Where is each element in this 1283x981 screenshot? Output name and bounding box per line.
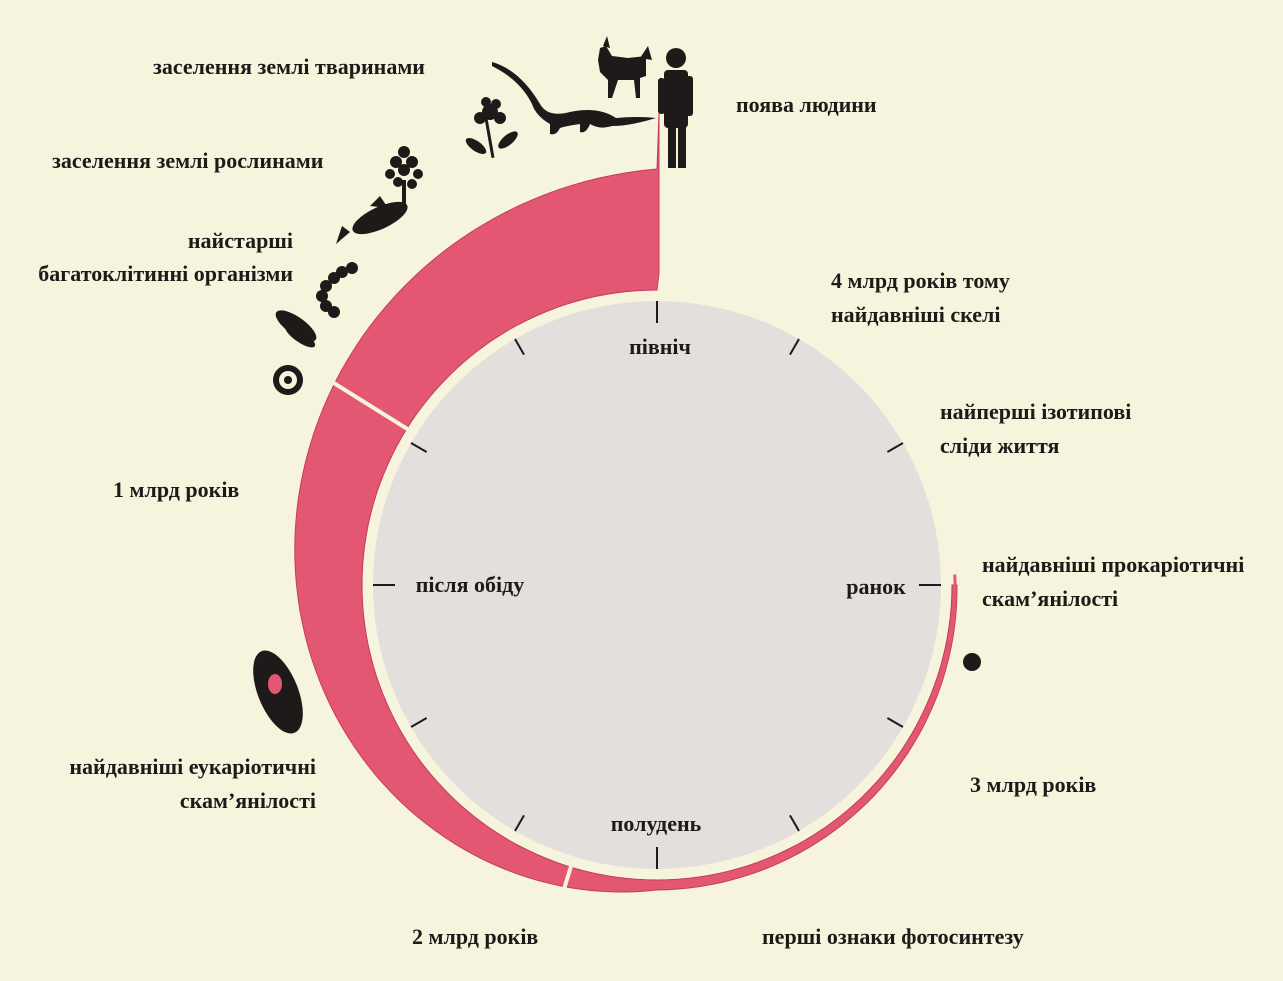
- label-morning: ранок: [846, 574, 906, 599]
- label-afternoon: після обіду: [416, 572, 525, 597]
- label-animals-on-land: заселення землі тваринами: [153, 54, 425, 79]
- label-eukaryote-fossils-1: найдавніші еукаріотичні: [69, 754, 316, 779]
- label-first-isotope-1: найперші ізотипові: [940, 399, 1131, 424]
- label-eukaryote-fossils-2: скам’янілості: [180, 788, 316, 813]
- label-first-isotope-2: сліди життя: [940, 433, 1059, 458]
- label-two-billion: 2 млрд років: [412, 924, 538, 949]
- label-humans-appear: поява людини: [736, 92, 877, 117]
- sponge-icon: [273, 365, 303, 395]
- label-oldest-multicellular-2: багатоклітинні організми: [38, 261, 293, 286]
- prokaryote-cell-icon: [963, 653, 981, 671]
- label-prokaryote-fossils-1: найдавніші прокаріотичні: [982, 552, 1244, 577]
- label-oldest-rocks-1: 4 млрд років тому: [831, 268, 1010, 293]
- label-prokaryote-fossils-2: скам’янілості: [982, 586, 1118, 611]
- label-oldest-multicellular-1: найстарші: [188, 228, 293, 253]
- label-noon: полудень: [611, 811, 702, 836]
- label-midnight: північ: [629, 334, 691, 359]
- label-photosynthesis: перші ознаки фотосинтезу: [762, 924, 1024, 949]
- clock-dial: північ ранок полудень після обіду: [367, 295, 947, 875]
- label-three-billion: 3 млрд років: [970, 772, 1096, 797]
- label-oldest-rocks-2: найдавніші скелі: [831, 302, 1000, 327]
- label-plants-on-land: заселення землі рослинами: [52, 148, 324, 173]
- label-one-billion: 1 млрд років: [113, 477, 239, 502]
